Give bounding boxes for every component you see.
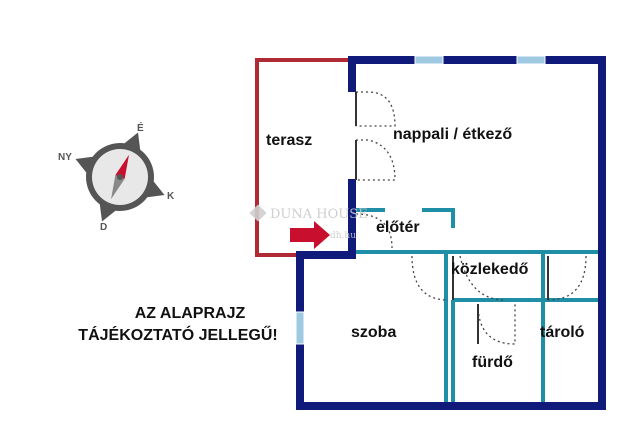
watermark-url: dh.hu — [330, 231, 356, 241]
door-swings — [355, 91, 587, 345]
inner-walls — [356, 208, 598, 402]
entry-arrow — [290, 221, 330, 249]
window-room — [295, 311, 305, 345]
room-label-storage: tároló — [540, 324, 585, 341]
room-label-corridor: közlekedő — [451, 261, 529, 278]
room-label-terrace: terasz — [266, 132, 312, 149]
door-leaves — [355, 92, 549, 344]
compass-label-northwest: NY — [58, 152, 72, 163]
door-swing-hall — [355, 213, 393, 249]
room-label-living: nappali / étkező — [393, 126, 512, 143]
watermark-logo-icon — [249, 204, 267, 222]
compass-label-north: É — [137, 121, 144, 134]
room-label-room: szoba — [351, 324, 396, 341]
note-line-2: TÁJÉKOZTATÓ JELLEGŰ! — [78, 325, 277, 344]
compass-label-south: D — [100, 222, 107, 233]
outer-walls — [296, 56, 606, 410]
door-swing-terrace-bottom — [356, 139, 396, 181]
window-top-left — [414, 55, 444, 65]
terrace-outline — [255, 58, 352, 257]
door-swing-corridor-left — [411, 255, 449, 301]
door-swing-bathroom — [477, 303, 516, 345]
watermark: DUNA HOUSE dh.hu — [249, 204, 368, 241]
watermark-brand: DUNA HOUSE — [270, 207, 368, 222]
compass-label-east: K — [167, 191, 175, 202]
compass-icon — [75, 132, 165, 222]
room-label-bathroom: fürdő — [472, 354, 513, 371]
door-swing-storage — [547, 255, 587, 301]
window-top-right — [516, 55, 546, 65]
door-swing-terrace-top — [356, 91, 396, 127]
note-line-1: AZ ALAPRAJZ — [135, 305, 246, 322]
windows — [295, 55, 546, 345]
room-label-hall: előtér — [376, 219, 420, 236]
